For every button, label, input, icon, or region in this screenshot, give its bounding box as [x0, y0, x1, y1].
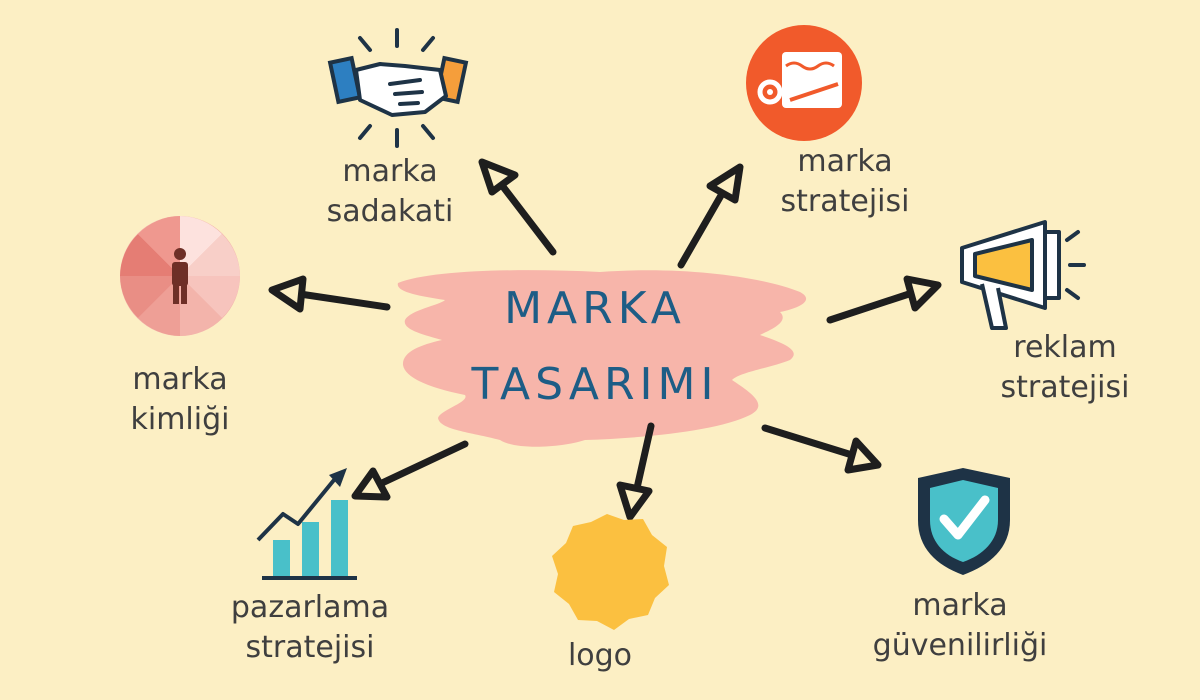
handshake-icon [327, 28, 469, 148]
growth-chart-icon [256, 468, 357, 580]
arrow-to-marka-kimligi [268, 275, 391, 313]
label-line: marka [797, 144, 893, 179]
label-line: logo [567, 638, 633, 673]
label-line: stratejisi [780, 184, 910, 219]
label-line: pazarlama [230, 590, 390, 625]
label-pazarlama-stratejisi: pazarlama stratejisi [210, 588, 410, 668]
label-logo: logo [550, 636, 650, 676]
label-line: güvenilirliği [872, 628, 1048, 663]
label-marka-kimligi: marka kimliği [100, 360, 260, 440]
label-line: marka [342, 154, 438, 189]
arrow-to-reklam-stratejisi [826, 275, 942, 324]
label-line: kimliği [130, 402, 230, 437]
label-marka-guvenilirligi: marka güvenilirliği [840, 586, 1080, 666]
label-marka-sadakati: marka sadakati [300, 152, 480, 232]
arrow-to-logo [616, 422, 655, 521]
label-line: marka [912, 588, 1008, 623]
label-line: sadakati [326, 194, 454, 229]
person-wheel-icon [120, 216, 240, 336]
center-title-line2: TASARIMI [471, 359, 719, 410]
label-line: reklam [1013, 330, 1117, 365]
badge-icon [552, 514, 669, 630]
megaphone-icon [960, 220, 1086, 330]
arrow-to-marka-sadakati [478, 158, 557, 256]
arrow-to-pazarlama-stratejisi [351, 440, 469, 501]
arrow-to-marka-guvenilirligi [761, 424, 882, 474]
center-title: MARKA TASARIMI [470, 278, 720, 416]
label-line: stratejisi [245, 630, 375, 665]
label-line: marka [132, 362, 228, 397]
arrow-to-marka-stratejisi [677, 163, 744, 269]
strategy-icon [746, 25, 862, 141]
center-blob [397, 270, 807, 447]
label-line: stratejisi [1000, 370, 1130, 405]
label-marka-stratejisi: marka stratejisi [755, 142, 935, 222]
shield-check-icon [918, 468, 1010, 575]
center-title-line1: MARKA [504, 283, 686, 334]
label-reklam-stratejisi: reklam stratejisi [965, 328, 1165, 408]
